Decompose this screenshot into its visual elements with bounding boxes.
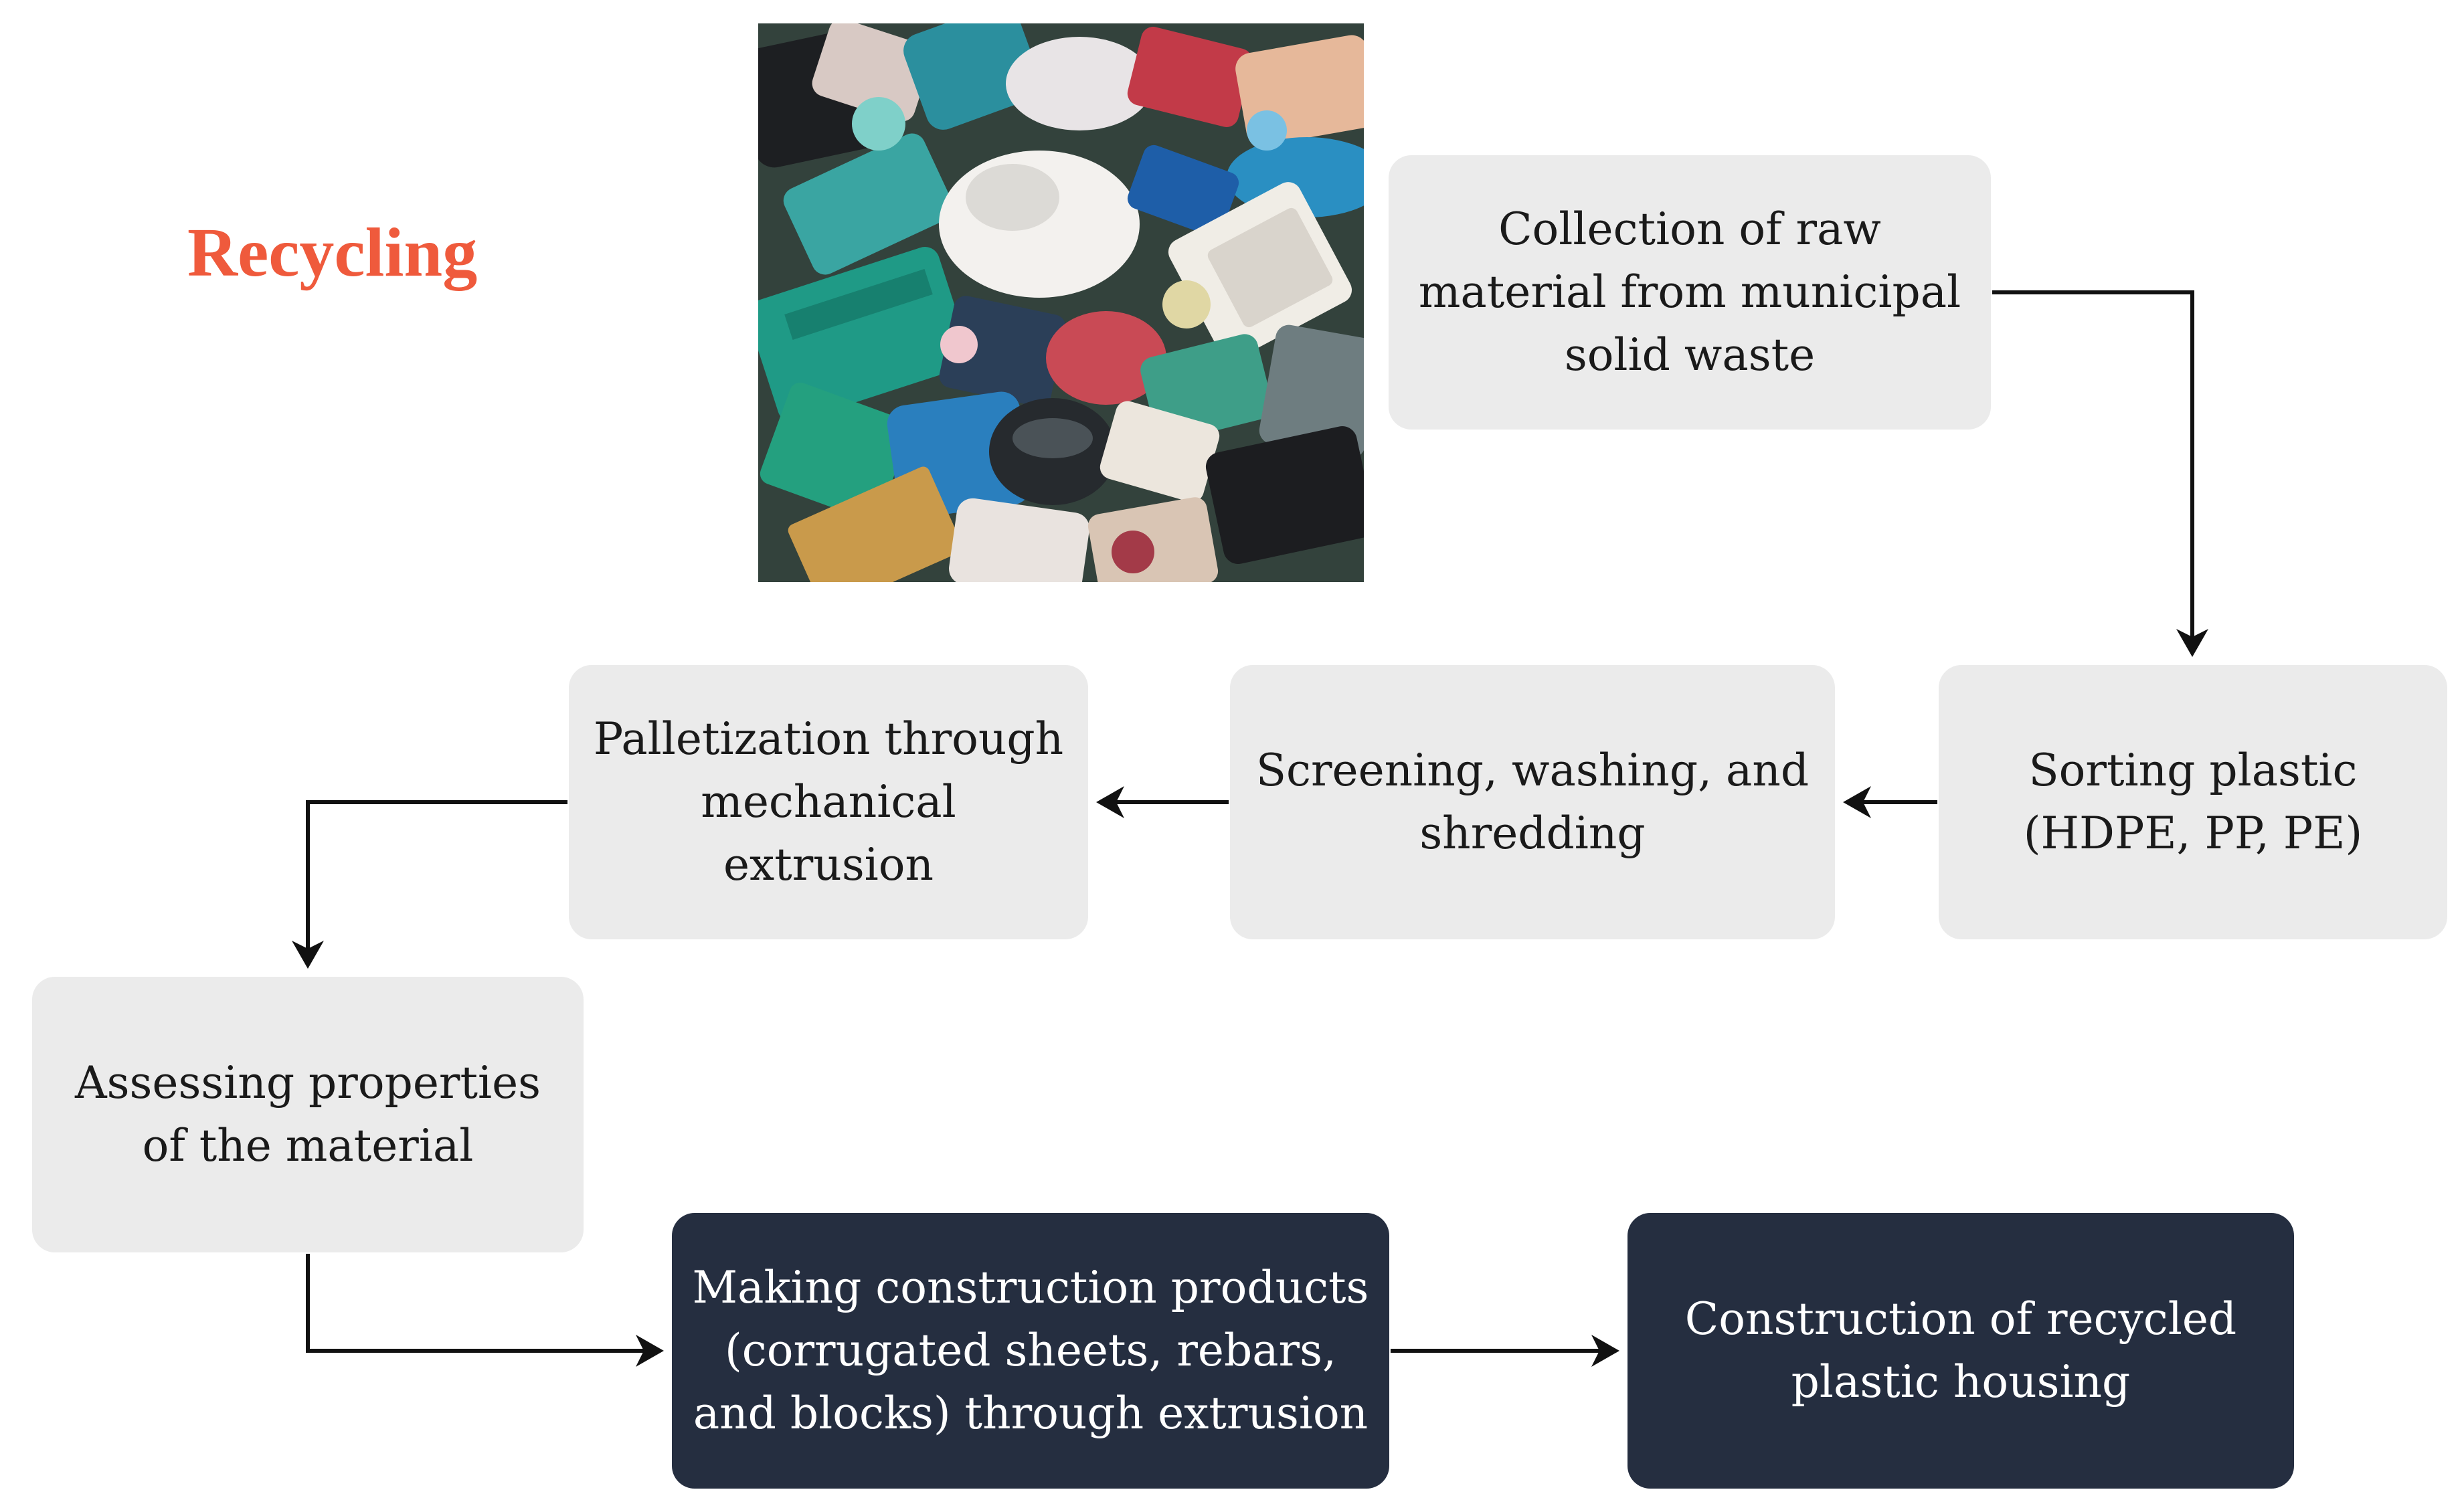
step-construction-box: Construction of recycled plastic housing bbox=[1627, 1213, 2294, 1489]
diagram-title: Recycling bbox=[187, 214, 478, 291]
step-collection-box: Collection of raw material from municipa… bbox=[1389, 155, 1991, 430]
step-palletization-label: Palletization through mechanical extrusi… bbox=[593, 713, 1064, 890]
step-making-box: Making construction products (corrugated… bbox=[672, 1213, 1389, 1489]
step-sorting-box: Sorting plastic (HDPE, PP, PE) bbox=[1939, 665, 2447, 939]
arrow-assessing-to-making bbox=[306, 1254, 664, 1367]
arrow-palletization-to-assessing bbox=[292, 800, 567, 969]
arrow-collection-to-sorting bbox=[1992, 290, 2208, 657]
plastic-waste-photo bbox=[758, 23, 1364, 582]
step-assessing-label: Assessing properties of the material bbox=[75, 1057, 541, 1171]
step-screening-label: Screening, washing, and shredding bbox=[1255, 745, 1810, 859]
step-sorting-label: Sorting plastic (HDPE, PP, PE) bbox=[2023, 745, 2363, 859]
step-making-label: Making construction products (corrugated… bbox=[692, 1262, 1369, 1439]
step-palletization-box: Palletization through mechanical extrusi… bbox=[569, 665, 1088, 939]
step-assessing-box: Assessing properties of the material bbox=[32, 977, 584, 1252]
step-screening-box: Screening, washing, and shredding bbox=[1230, 665, 1835, 939]
plastic-waste-collage bbox=[758, 23, 1364, 582]
step-collection-label: Collection of raw material from municipa… bbox=[1418, 203, 1961, 381]
step-construction-label: Construction of recycled plastic housing bbox=[1684, 1293, 2237, 1408]
